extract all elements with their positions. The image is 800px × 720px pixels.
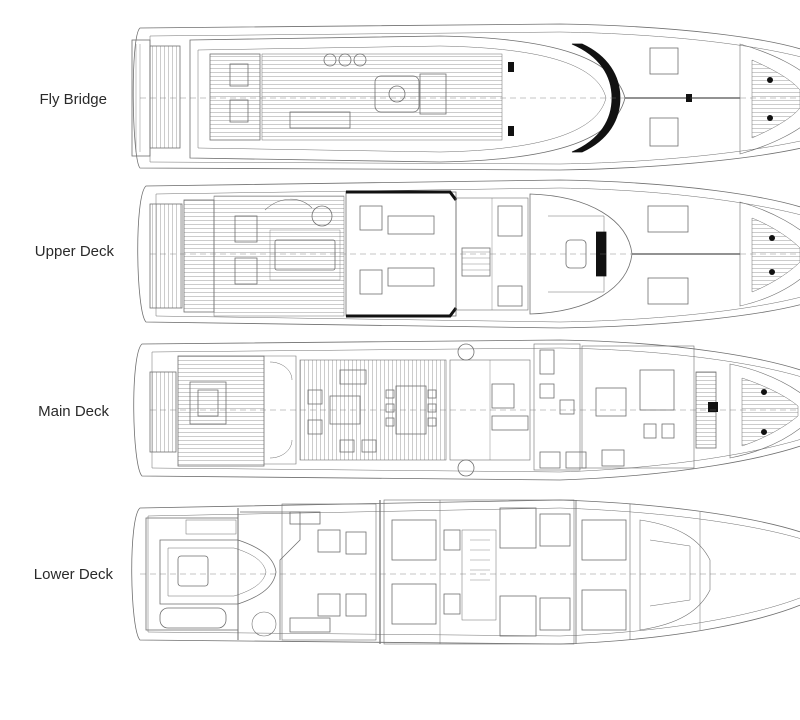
lower-deck-guest-cabins bbox=[383, 499, 575, 645]
main-deck-hull bbox=[133, 339, 800, 481]
lower-deck-crew-quarters bbox=[281, 503, 377, 641]
fly-bridge-windshield bbox=[571, 43, 621, 153]
main-deck-plan bbox=[133, 339, 800, 481]
fly-bridge-helm-seat bbox=[374, 75, 420, 113]
lower-deck-tender bbox=[159, 539, 277, 605]
deck-label-lower-deck: Lower Deck bbox=[33, 566, 113, 583]
deck-label-fly-bridge: Fly Bridge bbox=[39, 91, 107, 108]
lower-deck-plan bbox=[131, 499, 800, 645]
deck-label-upper-deck: Upper Deck bbox=[34, 243, 114, 260]
fly-bridge-sunpad bbox=[209, 53, 261, 141]
upper-deck-plan bbox=[137, 179, 800, 329]
upper-deck-aft-lounge bbox=[213, 195, 345, 317]
fly-bridge-hull bbox=[132, 23, 800, 171]
lower-deck-hull bbox=[131, 499, 800, 645]
upper-deck-dining-table bbox=[274, 239, 336, 271]
fly-bridge-plan bbox=[131, 23, 800, 171]
main-deck-aft-cockpit bbox=[177, 355, 265, 467]
deck-label-main-deck: Main Deck bbox=[38, 403, 109, 420]
upper-deck-hull bbox=[137, 179, 800, 329]
